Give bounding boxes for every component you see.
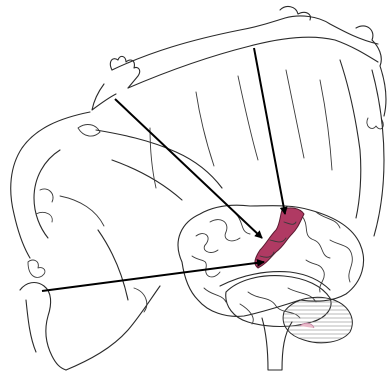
motor-cortex-highlight xyxy=(255,208,304,268)
pointer-arrows xyxy=(42,48,285,291)
cerebellum xyxy=(283,297,352,343)
brain-lateral-view xyxy=(178,205,363,370)
arrow-face-to-cortex xyxy=(42,262,264,291)
arrow-foot-to-cortex xyxy=(254,48,285,214)
arrow-hand-to-cortex xyxy=(115,99,262,238)
